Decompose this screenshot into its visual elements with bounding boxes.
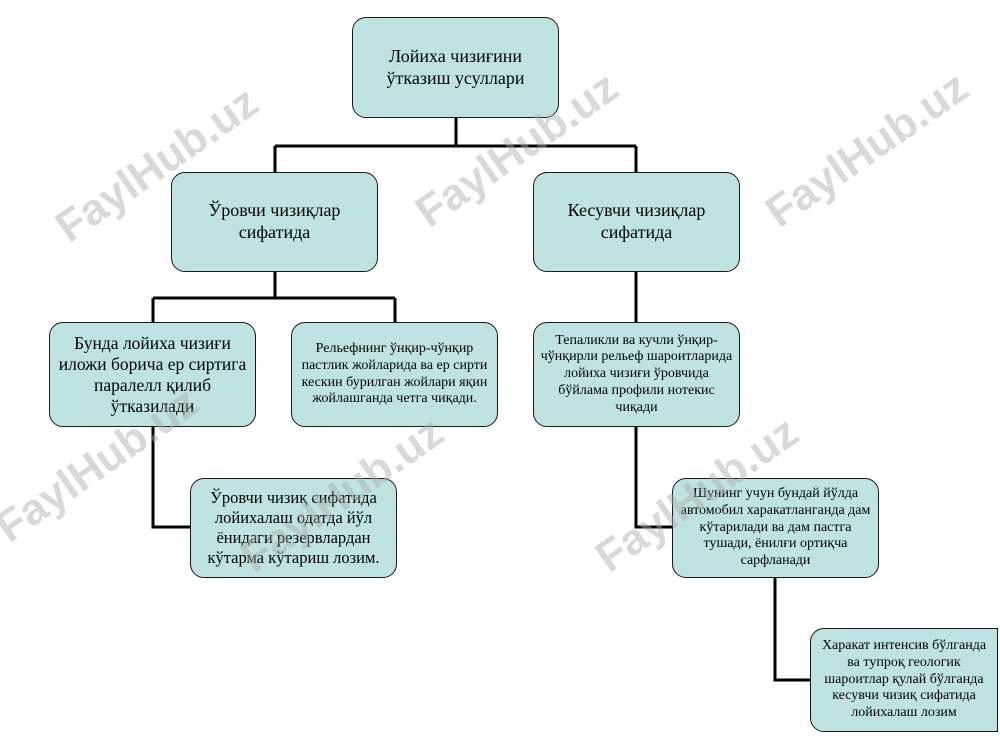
node-ourovchi-chiziq-sifatida-text: Ўровчи чизиқ сифатида лойихалаш одатда й… [207,488,380,567]
node-ourovchi-chiziqlar-text: Ўровчи чизиқлар сифатида [208,200,341,242]
node-relefning: Рельефнинг ўнқир-чўнқир пастлик жойларид… [291,322,498,427]
node-kesuvchi-chiziqlar-text: Кесувчи чизиқлар сифатида [567,200,706,242]
node-tepalikli-text: Тепаликли ва кучли ўнқир-чўнқирли рельеф… [540,332,733,415]
node-harakat-intensiv: Харакат интенсив бўлганда ва тупроқ геол… [810,628,998,732]
connector-to-harakat [773,578,810,682]
node-relefning-text: Рельефнинг ўнқир-чўнқир пастлик жойларид… [301,340,488,407]
node-shuning-uchun-text: Шунинг учун бундай йўлда автомобил харак… [680,486,871,569]
connector-to-shuning [634,427,672,529]
node-ourovchi-chiziq-sifatida: Ўровчи чизиқ сифатида лойихалаш одатда й… [190,478,397,578]
node-harakat-intensiv-text: Харакат интенсив бўлганда ва тупроқ геол… [821,638,987,721]
root-node: Лойиха чизиғини ўтказиш усуллари [352,17,559,118]
node-ourovchi-chiziqlar: Ўровчи чизиқлар сифатида [171,172,378,272]
node-kesuvchi-chiziqlar: Кесувчи чизиқлар сифатида [533,172,740,272]
node-tepalikli: Тепаликли ва кучли ўнқир-чўнқирли рельеф… [533,322,740,427]
root-node-text: Лойиха чизиғини ўтказиш усуллари [386,45,525,88]
node-bunda-loyiha: Бунда лойиха чизиғи иложи борича ер сирт… [49,322,256,427]
connector-to-ourovchi-chiziq [151,427,190,529]
node-bunda-loyiha-text: Бунда лойиха чизиғи иложи борича ер сирт… [58,332,247,416]
node-shuning-uchun: Шунинг учун бундай йўлда автомобил харак… [672,478,879,578]
